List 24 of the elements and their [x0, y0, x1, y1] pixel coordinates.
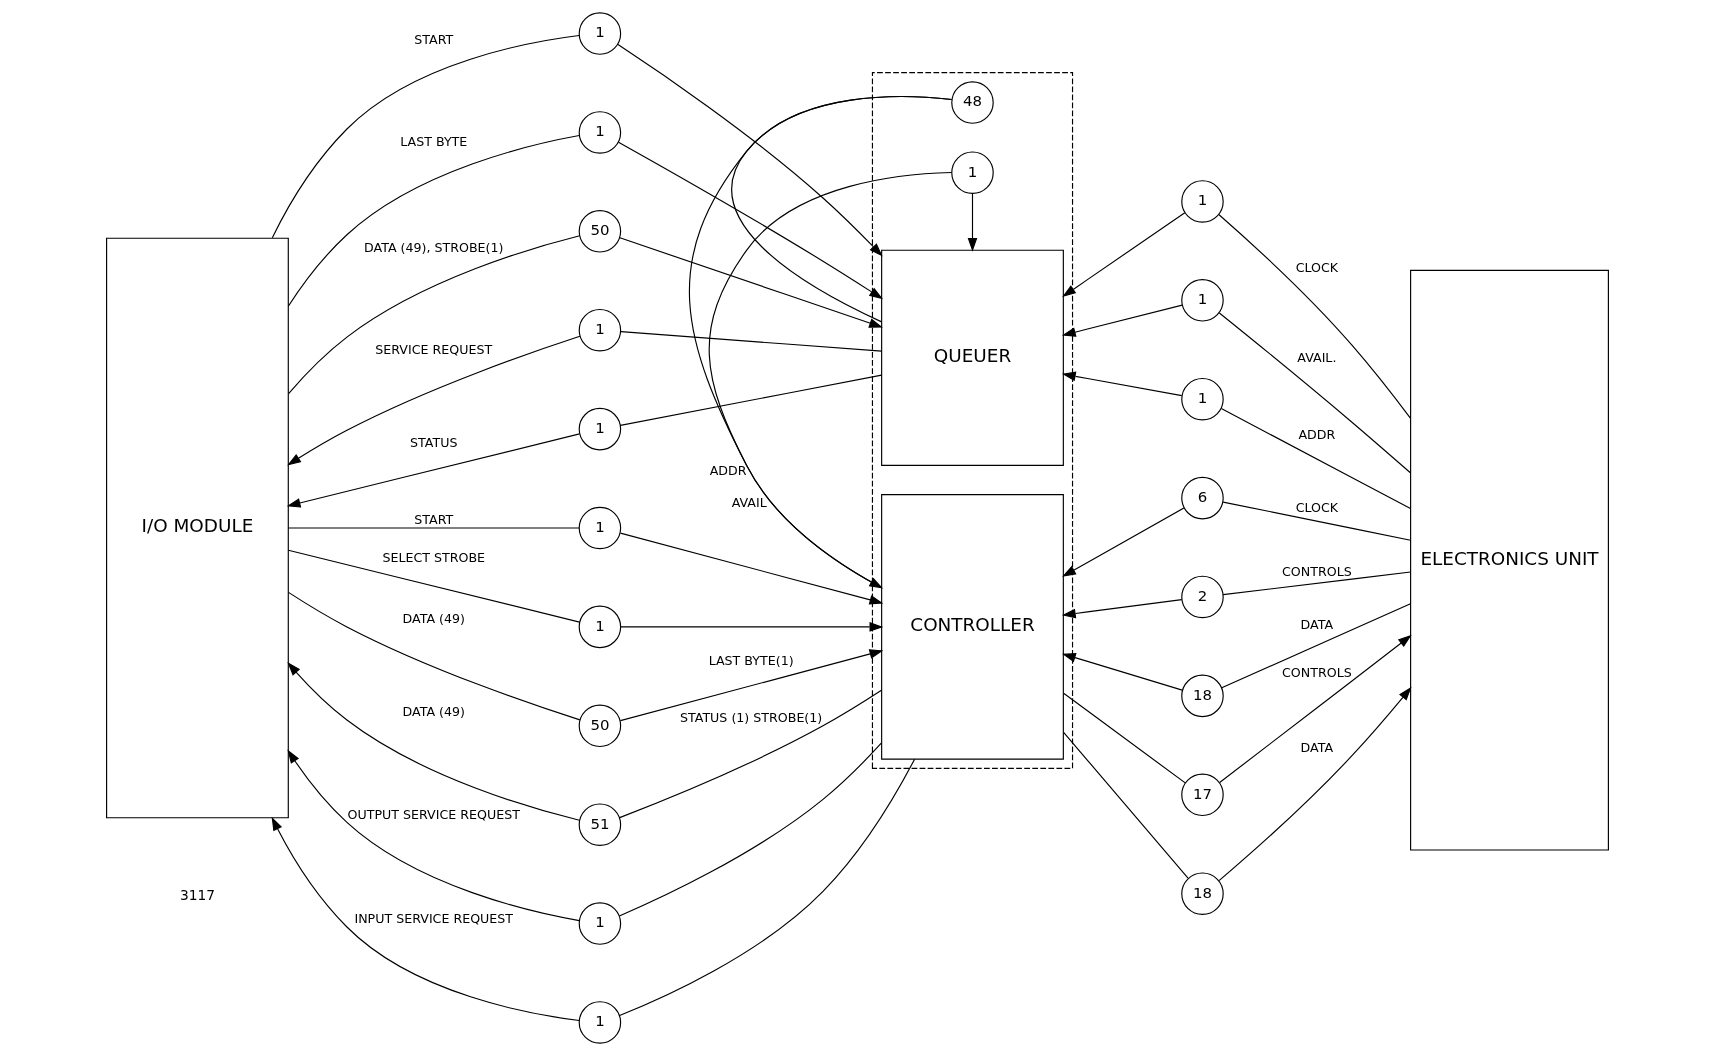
edge-label: STATUS (1) STROBE(1): [680, 710, 823, 726]
edge-label: START: [414, 31, 454, 47]
edge-label: DATA: [1300, 616, 1334, 632]
edge-label: LAST BYTE: [400, 134, 468, 149]
edge-label: ADDR: [709, 463, 747, 479]
edge-label: DATA (49), STROBE(1): [364, 239, 504, 255]
edge-label: DATA: [1300, 740, 1334, 756]
edge-label: AVAIL: [731, 495, 767, 511]
edge-label: ADDR: [1298, 427, 1336, 443]
edge-label: STATUS: [410, 435, 458, 451]
edge-label: CLOCK: [1295, 260, 1339, 276]
edge-label: DATA (49): [402, 704, 465, 720]
edge-label: DATA (49): [402, 611, 465, 627]
edge-label: INPUT SERVICE REQUEST: [354, 911, 514, 927]
label: 3117: [179, 886, 215, 903]
edge-label: CONTROLS: [1282, 665, 1352, 681]
edge-label: OUTPUT SERVICE REQUEST: [347, 806, 520, 822]
edge-label: SERVICE REQUEST: [375, 342, 493, 358]
edge-label: CLOCK: [1295, 499, 1339, 515]
edge-label: START: [414, 512, 454, 528]
edge-label: CONTROLS: [1282, 564, 1352, 580]
edge-label: SELECT STROBE: [382, 550, 486, 566]
edge-label: AVAIL.: [1297, 350, 1337, 366]
edge-label: LAST BYTE(1): [708, 652, 794, 668]
